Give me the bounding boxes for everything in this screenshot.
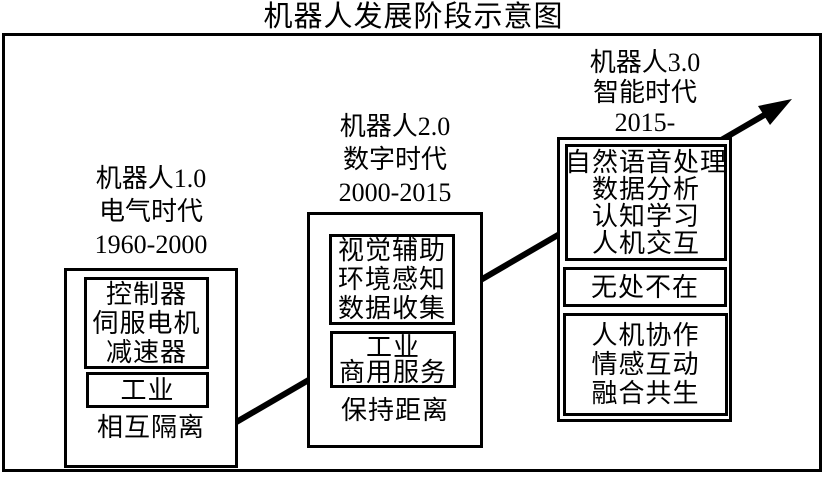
stage2-box: 视觉辅助 环境感知 数据收集 工业 商用服务 保持距离	[307, 212, 483, 448]
stage3-box: 自然语音处理 数据分析 认知学习 人机交互 无处不在 人机协作 情感互动 融合共…	[557, 137, 732, 422]
stage1-years: 1960-2000	[94, 230, 208, 259]
stage3-ubiquity-box: 无处不在	[563, 267, 727, 307]
stage1-name: 机器人1.0	[95, 164, 207, 193]
stage1-tech-box: 控制器 伺服电机 减速器	[84, 277, 209, 369]
diagram-border-frame	[2, 33, 822, 472]
stage1-header: 机器人1.0 电气时代 1960-2000	[64, 162, 238, 261]
stage3-name: 机器人3.0	[589, 48, 701, 77]
stage2-header: 机器人2.0 数字时代 2000-2015	[307, 110, 483, 209]
box-line: 工业	[120, 375, 175, 405]
stage3-relation-box: 人机协作 情感互动 融合共生	[563, 313, 728, 416]
box-line: 数据分析	[591, 174, 700, 204]
stage2-tech-box: 视觉辅助 环境感知 数据收集	[329, 234, 455, 325]
stage1-application-box: 工业	[86, 372, 209, 408]
box-line: 工业	[365, 332, 420, 362]
stage3-era: 智能时代	[592, 78, 697, 107]
stage3-years: 2015-	[614, 108, 676, 137]
stage1-era: 电气时代	[98, 197, 203, 226]
box-line: 伺服电机	[92, 308, 201, 338]
box-line: 融合共生	[591, 379, 700, 408]
stage2-era: 数字时代	[342, 145, 447, 174]
stage2-application-box: 工业 商用服务	[330, 331, 456, 388]
box-line: 环境感知	[337, 265, 446, 294]
stage2-name: 机器人2.0	[339, 112, 451, 141]
stage2-relation-label: 保持距离	[340, 396, 449, 425]
box-line: 商用服务	[338, 357, 447, 387]
box-line: 自然语音处理	[565, 147, 728, 177]
box-line: 减速器	[105, 337, 187, 367]
stage3-tech-box: 自然语音处理 数据分析 认知学习 人机交互	[565, 144, 727, 261]
stage1-box: 控制器 伺服电机 减速器 工业 相互隔离	[64, 268, 238, 468]
box-line: 无处不在	[590, 272, 699, 302]
stage2-years: 2000-2015	[338, 178, 452, 207]
stage3-header: 机器人3.0 智能时代 2015-	[545, 48, 745, 138]
box-line: 数据收集	[337, 294, 446, 323]
stage1-relation-label: 相互隔离	[96, 413, 205, 442]
box-line: 控制器	[105, 279, 187, 309]
box-line: 人机交互	[591, 228, 700, 258]
box-line: 视觉辅助	[337, 236, 446, 265]
box-line: 情感互动	[591, 350, 700, 379]
diagram-title: 机器人发展阶段示意图	[263, 1, 564, 33]
box-line: 认知学习	[591, 201, 700, 231]
box-line: 人机协作	[591, 321, 700, 350]
